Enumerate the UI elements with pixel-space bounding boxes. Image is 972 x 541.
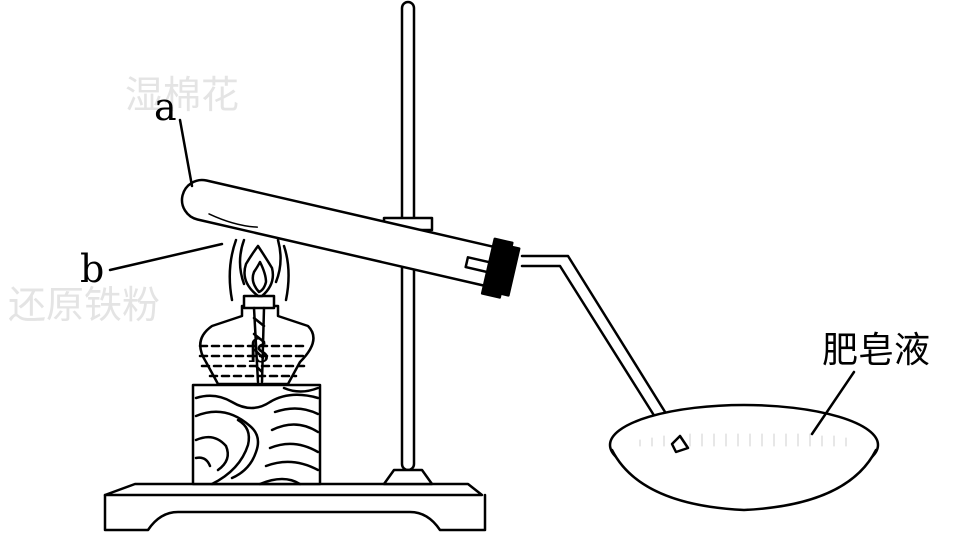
label-b: b bbox=[80, 247, 104, 291]
evaporating-dish bbox=[608, 403, 880, 512]
leader-soap bbox=[810, 370, 856, 436]
label-soap-solution: 肥皂液 bbox=[822, 330, 930, 371]
watermark-cotton: 湿棉花 bbox=[125, 73, 239, 117]
leader-a bbox=[178, 118, 194, 188]
label-a: a bbox=[154, 85, 177, 129]
test-tube bbox=[180, 178, 521, 299]
alcohol-lamp: ß bbox=[198, 238, 315, 386]
wooden-block bbox=[191, 383, 322, 486]
lamp-wick-glyph: ß bbox=[248, 332, 269, 370]
watermark-iron: 还原铁粉 bbox=[8, 283, 160, 327]
leader-b bbox=[108, 242, 224, 272]
